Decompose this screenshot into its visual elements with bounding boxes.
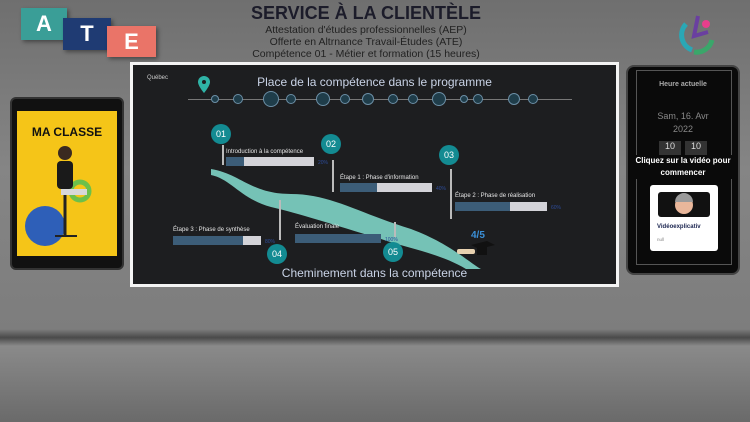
logo-tile-t: T <box>63 18 111 50</box>
program-title: Place de la compétence dans le programme <box>257 75 492 89</box>
subtitle-2: Offerte en Altrnance Travail-Études (ATE… <box>269 36 463 48</box>
timeline-node <box>460 95 468 103</box>
step-progress-fill <box>295 234 381 243</box>
graduation-cap-icon <box>457 241 495 255</box>
student-illustration <box>25 146 92 246</box>
timeline-node <box>211 95 219 103</box>
step-connector <box>394 222 396 237</box>
quebec-logo: Québec <box>147 75 169 81</box>
timeline-node <box>508 93 520 105</box>
step-label: Étape 2 : Phase de réalisation <box>455 193 536 199</box>
step-progress-bar <box>226 157 314 166</box>
program-timeline <box>188 99 572 100</box>
timeline-node <box>362 93 374 105</box>
step-percent: 100% <box>385 237 398 243</box>
class-tablet[interactable]: MA CLASSE <box>10 97 124 270</box>
clock-year: 2022 <box>672 124 694 134</box>
step-progress-fill <box>340 183 377 192</box>
logo-tile-e: E <box>107 26 156 57</box>
video-thumbnail[interactable] <box>658 192 710 217</box>
step-connector <box>279 200 281 240</box>
step-progress-bar <box>455 202 547 211</box>
step-connector <box>222 145 224 165</box>
step-percent: 80% <box>265 239 276 245</box>
class-label: MA CLASSE <box>31 125 103 139</box>
step-label: Introduction à la compétence <box>226 149 304 155</box>
timeline-node <box>528 94 538 104</box>
subtitle-3: Compétence 01 - Métier et formation (15 … <box>252 48 480 60</box>
clock-date: Sam, 16. Avr <box>657 111 709 121</box>
step-number: 01 <box>211 124 231 144</box>
clock-minutes: 10 <box>685 141 707 155</box>
video-cta: Cliquez sur la vidéo pour commencer <box>634 155 732 179</box>
timeline-node <box>286 94 296 104</box>
timeline-node <box>473 94 483 104</box>
step-number: 03 <box>439 145 459 165</box>
avatar-icon <box>675 193 693 214</box>
page-title: SERVICE À LA CLIENTÈLE <box>250 3 482 23</box>
clock-hours: 10 <box>659 141 681 155</box>
logo-tile-a: A <box>21 8 67 40</box>
progress-count: 4/5 <box>471 230 485 241</box>
timeline-node <box>316 92 330 106</box>
class-panel[interactable]: MA CLASSE <box>17 111 117 256</box>
step-progress-bar <box>173 236 261 245</box>
step-percent: 20% <box>318 160 329 166</box>
step-number: 02 <box>321 134 341 154</box>
step-progress-fill <box>226 157 244 166</box>
subtitle-1: Attestation d'études professionnelles (A… <box>265 24 467 36</box>
step-percent: 40% <box>436 186 447 192</box>
timeline-node <box>340 94 350 104</box>
video-subtitle: null <box>657 237 665 242</box>
step-label: Étape 3 : Phase de synthèse <box>173 227 250 233</box>
timeline-node <box>263 91 279 107</box>
video-title: Vidéoexplicativ <box>657 224 701 230</box>
step-label: Évaluation finale <box>295 224 340 230</box>
step-connector <box>332 160 334 192</box>
path-title: Cheminement dans la compétence <box>281 266 468 280</box>
video-card[interactable]: Vidéoexplicativ null <box>650 185 718 251</box>
step-progress-bar <box>295 234 381 243</box>
step-percent: 60% <box>551 205 562 211</box>
video-phone: Heure actuelle Sam, 16. Avr 2022 10 10 C… <box>626 65 740 275</box>
step-progress-bar <box>340 183 432 192</box>
competence-board: Québec Place de la compétence dans le pr… <box>130 62 619 287</box>
timeline-node <box>432 92 446 106</box>
step-progress-fill <box>455 202 511 211</box>
step-connector <box>450 169 452 219</box>
step-progress-fill <box>173 236 244 245</box>
header: SERVICE À LA CLIENTÈLE Attestation d'étu… <box>200 0 532 60</box>
school-logo-icon <box>679 15 715 55</box>
step-number: 05 <box>383 242 403 262</box>
step-number: 04 <box>267 244 287 264</box>
timeline-node <box>408 94 418 104</box>
timeline-node <box>233 94 243 104</box>
path-ribbon <box>211 169 481 269</box>
step-label: Étape 1 : Phase d'information <box>340 175 419 181</box>
timeline-node <box>388 94 398 104</box>
location-pin-icon <box>198 76 210 93</box>
clock-title: Heure actuelle <box>659 81 707 88</box>
